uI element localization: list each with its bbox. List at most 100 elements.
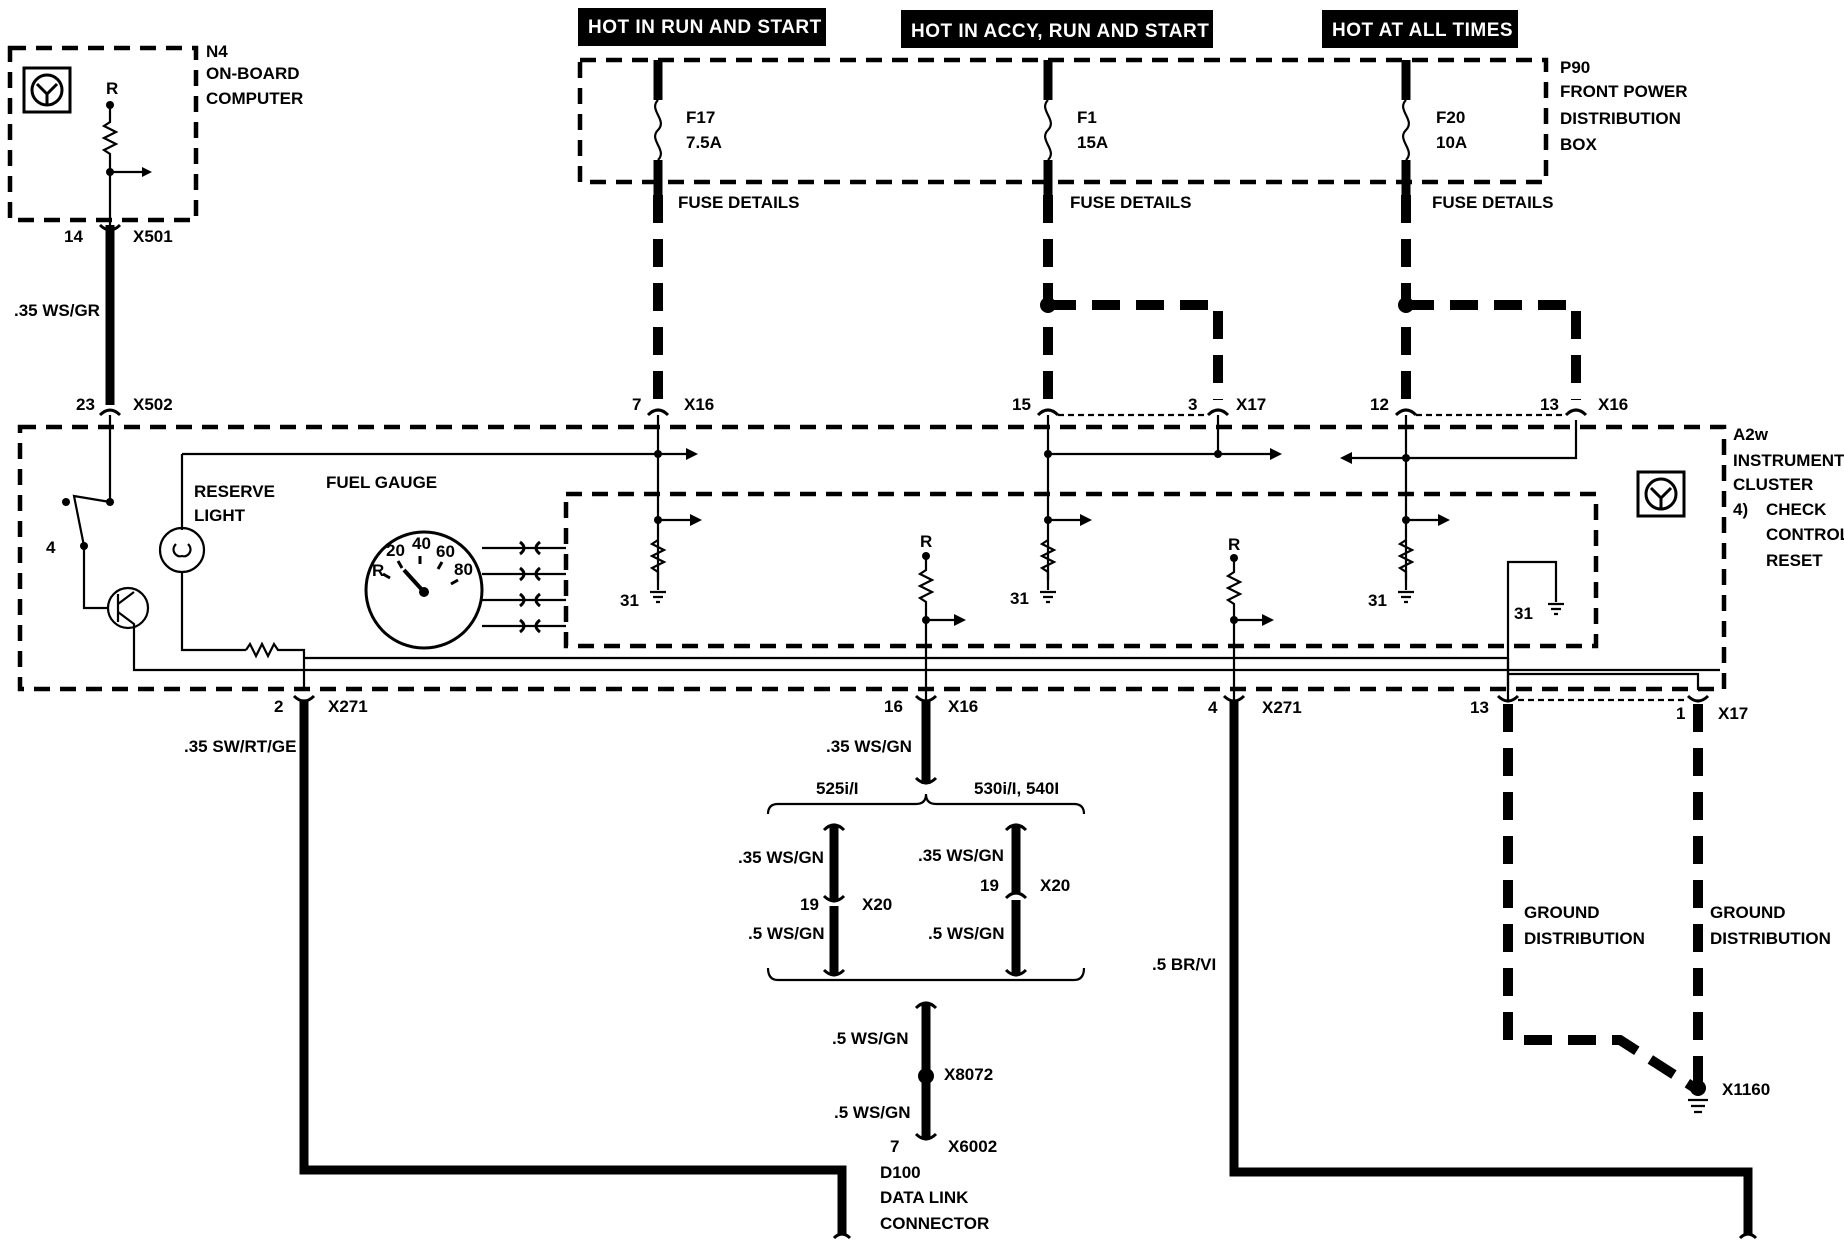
f17-details: FUSE DETAILS [678,193,800,212]
pin-16: 16 [884,697,903,716]
f20-details: FUSE DETAILS [1432,193,1554,212]
transistor-leads [116,591,1720,672]
pin-4-switch: 4 [46,538,56,557]
wire-530-ws-gn-5: .5 WS/GN [928,924,1005,943]
check-control-bus [1506,658,1700,690]
reserve-light-icon [158,526,206,574]
pullup-resistor-16 [917,552,966,700]
fuel-gauge-dial [364,530,484,650]
check-control-line [1506,560,1558,700]
header-run-start-bg [578,8,826,46]
wire-dlc-ws-gn-5a: .5 WS/GN [832,1029,909,1048]
fuel-gauge-label: FUEL GAUGE [326,473,437,492]
n4-box [7,45,199,223]
reserve-light-2: LIGHT [194,506,246,525]
header-accy-run-start: HOT IN ACCY, RUN AND START [911,21,1209,42]
dlc-chev-top [914,1001,938,1010]
x501-chevron [98,223,122,232]
header-accy-bg [901,10,1213,48]
reserve-light-out [180,572,246,652]
pin-14: 14 [64,227,83,246]
variant-bracket-top [766,793,1086,815]
f1-branch [1048,300,1223,400]
reserve-light-1: RESERVE [194,482,275,501]
a2w-id: A2w [1733,425,1769,444]
ground-dist-1b: DISTRIBUTION [1524,929,1645,948]
pin-7-dlc: 7 [890,1137,899,1156]
wire-end-1 [832,1232,852,1240]
pin-4-x271: 4 [1208,698,1218,717]
f17-id: F17 [686,108,715,127]
wire-525-chev-top [822,823,846,832]
wire-ws-gn-35-top: .35 WS/GN [826,737,912,756]
bus-top-arrow-2 [1270,448,1282,460]
x502-label: X502 [133,395,173,414]
gauge-60: 60 [436,542,455,561]
pin-15: 15 [1012,395,1031,414]
ground-31-f1: 31 [1010,589,1029,608]
n4-name-2: COMPUTER [206,89,303,108]
pin-13: 13 [1540,395,1559,414]
wire-525-chev-bot [822,968,846,977]
x501-label: X501 [133,227,173,246]
x16-chevron-13 [1564,408,1588,417]
wire-diag-chevron [914,776,938,785]
x6002-chevron [914,1132,938,1141]
f1-id: F1 [1077,108,1097,127]
f1-details: FUSE DETAILS [1070,193,1192,212]
ground-31-check: 31 [1514,604,1533,623]
wire-530-chev-bot [1004,968,1028,977]
x17-chevron-15 [1036,408,1060,417]
wire-525-ws-gn-35: .35 WS/GN [738,848,824,867]
x17-bus-node [1214,450,1222,458]
switch-contact [62,498,70,506]
pin-19-530: 19 [980,876,999,895]
x17-label-1: X17 [1236,395,1266,414]
bus-top-3 [1350,420,1578,460]
ground-resistor-f1 [1039,514,1092,604]
resistor-r-4: R [1228,535,1240,554]
inner-circuit-box [563,491,1599,649]
wire-530-ws-gn-35: .35 WS/GN [918,846,1004,865]
f1-bus-node [1044,450,1052,458]
wire-sw-rt-ge: .35 SW/RT/GE [184,737,296,756]
a2w-name-2: CLUSTER [1733,475,1813,494]
x16-chevron-12 [1394,408,1418,417]
n4-resistor [101,105,119,230]
p90-name-3: BOX [1560,135,1598,154]
a2w-note-2: CONTROL [1766,525,1844,544]
x1160-label: X1160 [1722,1080,1770,1099]
a2w-note-3: RESET [1766,551,1823,570]
x16-label-2: X16 [1598,395,1628,414]
x8072-label: X8072 [944,1065,993,1084]
x271-label-2: X271 [1262,698,1302,717]
gauge-20: 20 [386,541,405,560]
a2w-box [17,424,1727,692]
f1-fuse [1044,99,1052,161]
x20-label-525: X20 [862,895,892,914]
f20-id: F20 [1436,108,1465,127]
wire-525-chev-mid [822,894,846,903]
pin-3: 3 [1188,395,1197,414]
n4-id: N4 [206,42,228,61]
f20-amp: 10A [1436,133,1467,152]
wire-ws-gr: .35 WS/GR [14,301,100,320]
f1-amp: 15A [1077,133,1108,152]
d100-name-1: DATA LINK [880,1188,969,1207]
pin-12: 12 [1370,395,1389,414]
x6002-label: X6002 [948,1137,997,1156]
wire-fuel-sender [299,700,847,1235]
x17-chevron-1 [1686,694,1710,703]
d100-name-2: CONNECTOR [880,1214,989,1233]
pin-2: 2 [274,697,283,716]
x1160-splice [1690,1080,1706,1096]
f17-fuse [654,99,662,161]
f17-amp: 7.5A [686,133,722,152]
steering-wheel-spokes-2 [1649,486,1673,509]
header-all-times-bg [1322,10,1518,48]
gauge-ticks [382,556,459,586]
pin-13-x17: 13 [1470,698,1489,717]
check-control-ground [1548,602,1564,616]
ground-31-f20: 31 [1368,591,1387,610]
